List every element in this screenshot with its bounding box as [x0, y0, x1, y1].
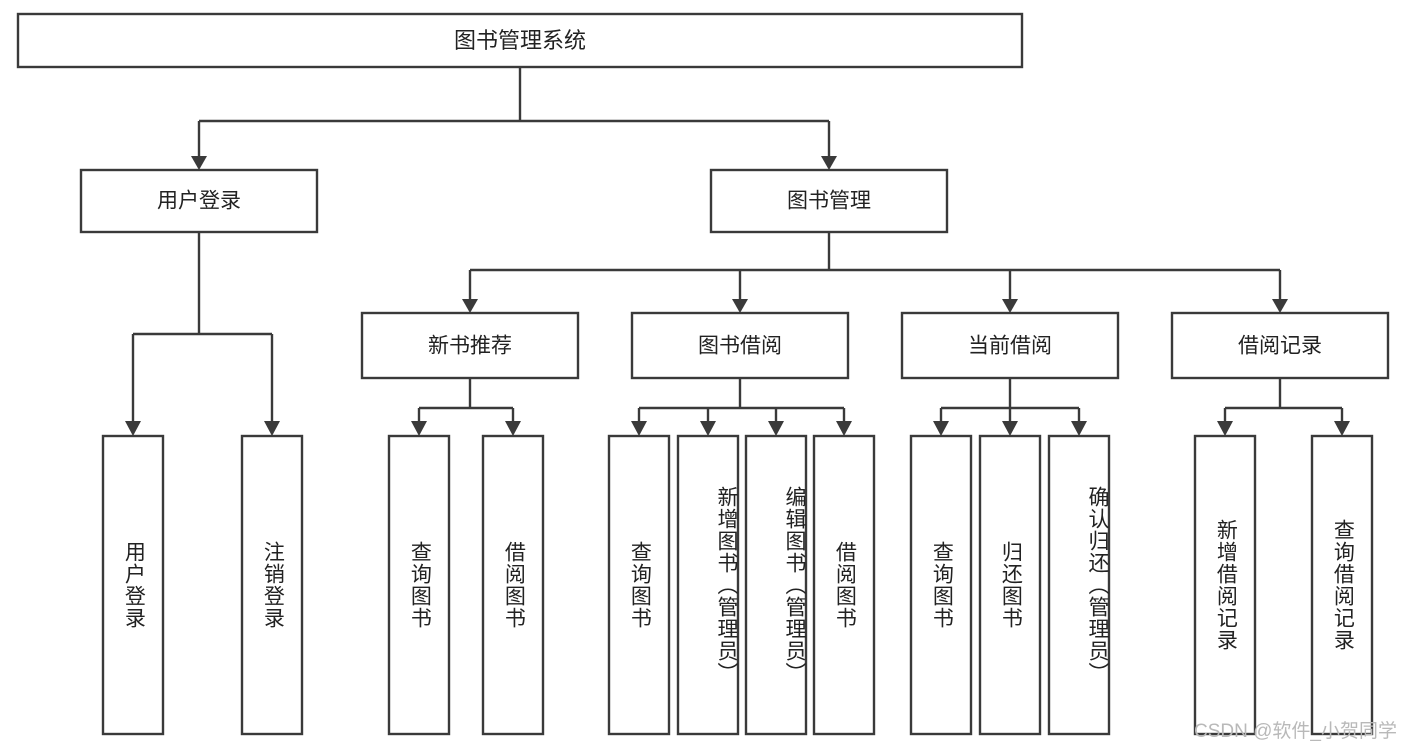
node-book-manage-label: 图书管理	[787, 190, 871, 213]
arrow-head-book-manage	[821, 156, 837, 170]
leaf-query-book-1-box[interactable]	[387, 434, 451, 736]
arrow-head-leaf-add-record	[1217, 421, 1233, 436]
connector-layer	[125, 67, 1350, 436]
node-root-box[interactable]	[16, 12, 1024, 69]
node-book-borrow[interactable]: 图书借阅	[630, 311, 850, 380]
node-new-book-recommend-box[interactable]	[360, 311, 580, 380]
leaf-confirm-return-box[interactable]	[1047, 434, 1111, 736]
arrow-head-leaf-query-book-3	[933, 421, 949, 436]
arrow-head-new-book-recommend	[462, 299, 478, 313]
node-new-book-recommend-label: 新书推荐	[428, 335, 512, 358]
leaf-user-login-box[interactable]	[101, 434, 165, 736]
node-current-borrow-box[interactable]	[900, 311, 1120, 380]
arrow-head-user-login	[191, 156, 207, 170]
arrow-head-leaf-query-record	[1334, 421, 1350, 436]
arrow-head-leaf-user-login	[125, 421, 141, 436]
node-borrow-record-box[interactable]	[1170, 311, 1390, 380]
arrow-head-borrow-record	[1272, 299, 1288, 313]
node-book-borrow-label: 图书借阅	[698, 335, 782, 358]
arrow-head-leaf-borrow-book-2	[836, 421, 852, 436]
node-book-manage[interactable]: 图书管理	[709, 168, 949, 234]
arrow-head-leaf-edit-book	[768, 421, 784, 436]
node-user-login-box[interactable]	[79, 168, 319, 234]
node-borrow-record-label: 借阅记录	[1238, 335, 1322, 358]
leaf-box-layer	[101, 434, 1374, 736]
leaf-logout-box[interactable]	[240, 434, 304, 736]
leaf-query-book-2-box[interactable]	[607, 434, 671, 736]
arrow-head-leaf-logout	[264, 421, 280, 436]
node-new-book-recommend[interactable]: 新书推荐	[360, 311, 580, 380]
arrow-head-leaf-query-book-1	[411, 421, 427, 436]
arrow-head-leaf-query-book-2	[631, 421, 647, 436]
arrow-head-leaf-add-book	[700, 421, 716, 436]
arrow-head-leaf-borrow-book-1	[505, 421, 521, 436]
node-root-label: 图书管理系统	[454, 28, 586, 53]
leaf-edit-book-box[interactable]	[744, 434, 808, 736]
arrow-head-current-borrow	[1002, 299, 1018, 313]
node-current-borrow[interactable]: 当前借阅	[900, 311, 1120, 380]
arrow-head-book-borrow	[732, 299, 748, 313]
arrow-head-leaf-return-book	[1002, 421, 1018, 436]
arrow-head-leaf-confirm-return	[1071, 421, 1087, 436]
node-borrow-record[interactable]: 借阅记录	[1170, 311, 1390, 380]
node-user-login-label: 用户登录	[157, 190, 241, 213]
node-root[interactable]: 图书管理系统	[16, 12, 1024, 69]
node-book-borrow-box[interactable]	[630, 311, 850, 380]
node-current-borrow-label: 当前借阅	[968, 335, 1052, 358]
leaf-query-book-3-box[interactable]	[909, 434, 973, 736]
leaf-add-record-box[interactable]	[1193, 434, 1257, 736]
node-user-login[interactable]: 用户登录	[79, 168, 319, 234]
leaf-borrow-book-2-box[interactable]	[812, 434, 876, 736]
leaf-return-book-box[interactable]	[978, 434, 1042, 736]
leaf-add-book-box[interactable]	[676, 434, 740, 736]
leaf-query-record-box[interactable]	[1310, 434, 1374, 736]
node-book-manage-box[interactable]	[709, 168, 949, 234]
leaf-borrow-book-1-box[interactable]	[481, 434, 545, 736]
